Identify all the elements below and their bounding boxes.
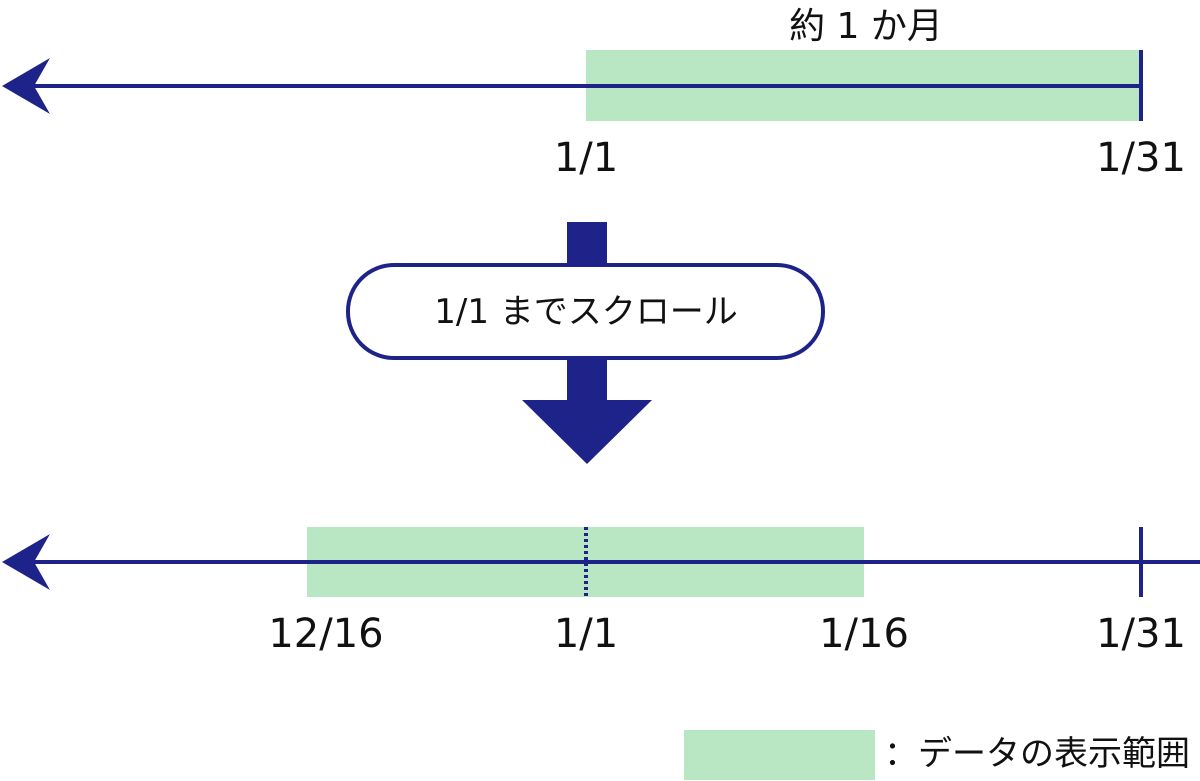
scroll-step: 1/1 までスクロール: [346, 222, 825, 464]
bottom-end-date-label: 1/31: [1096, 611, 1186, 657]
bottom-axis-arrowhead-icon: [2, 534, 50, 590]
scroll-step-label: 1/1 までスクロール: [434, 292, 738, 332]
top-end-date-label: 1/31: [1096, 135, 1186, 181]
scroll-step-pill: [346, 263, 825, 360]
top-span-label: 約 1 か月: [789, 6, 943, 47]
top-timeline: 約 1 か月 1/1 1/31: [2, 6, 1186, 181]
top-axis-arrowhead-icon: [2, 58, 50, 114]
legend: ：データの表示範囲: [684, 730, 1190, 780]
top-start-date-label: 1/1: [554, 135, 618, 181]
down-arrow-icon: [522, 400, 652, 464]
bottom-range-start-label: 12/16: [268, 611, 383, 657]
bottom-range-end-label: 1/16: [819, 611, 909, 657]
bottom-marker-label: 1/1: [554, 611, 618, 657]
legend-swatch: [684, 730, 875, 780]
bottom-timeline: 12/16 1/1 1/16 1/31: [2, 527, 1200, 657]
legend-label: ：データの表示範囲: [884, 734, 1190, 774]
